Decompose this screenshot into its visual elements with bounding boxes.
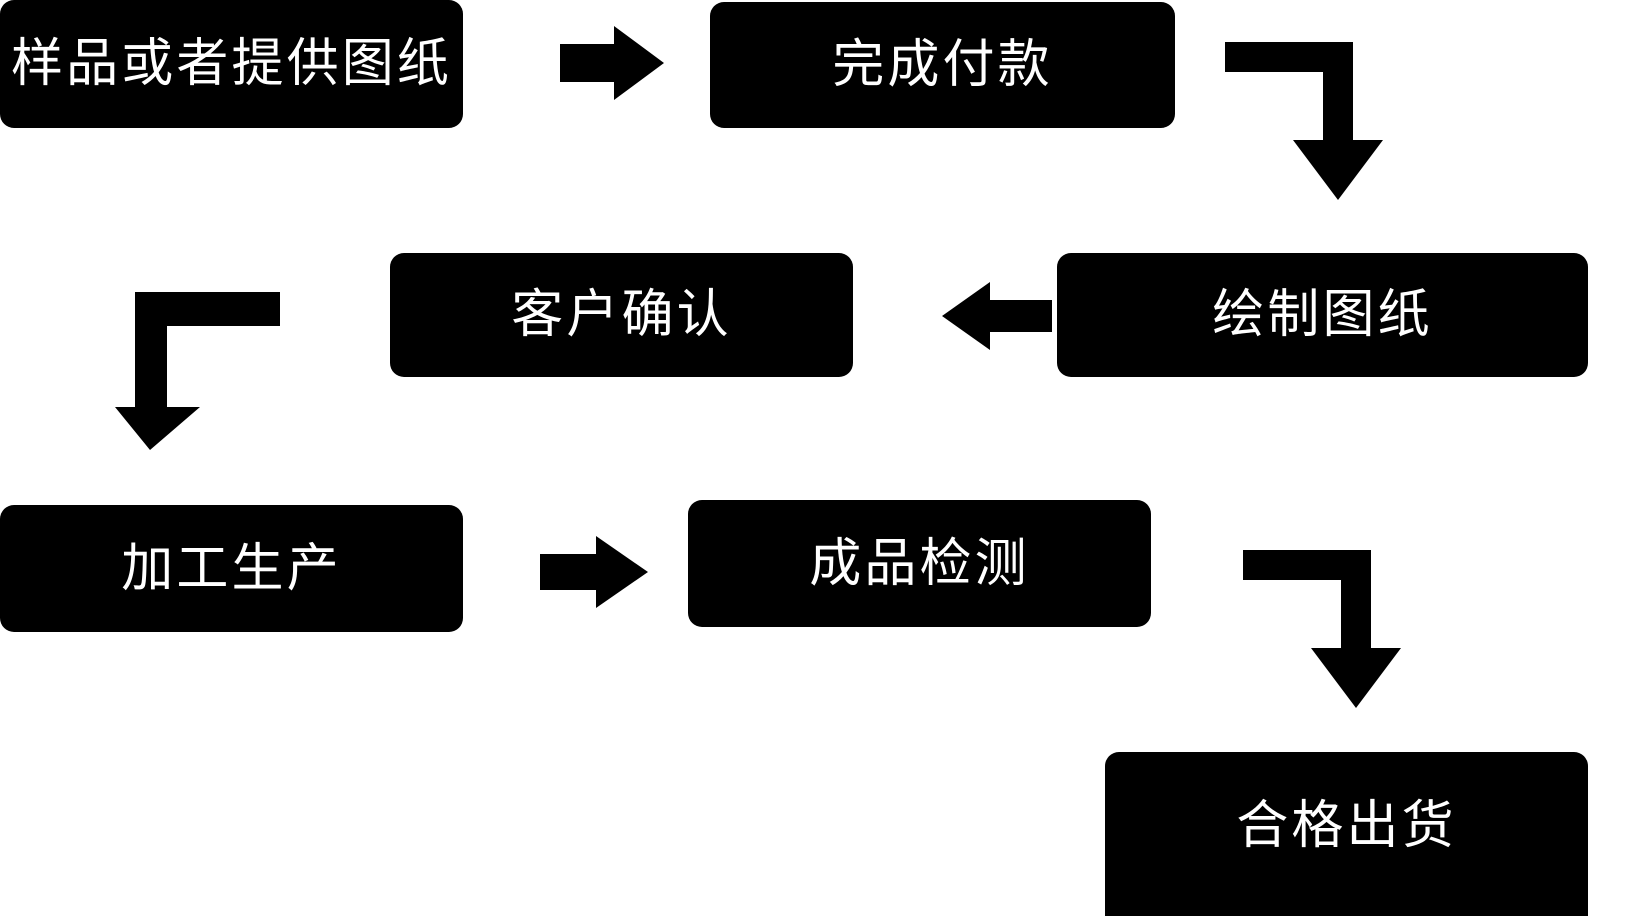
connector-elbow-right-down-1 [1225, 32, 1405, 207]
flow-node-complete-payment[interactable]: 完成付款 [710, 2, 1175, 128]
connector-elbow-left-down-1 [115, 292, 305, 452]
flow-node-label: 客户确认 [511, 286, 732, 344]
flow-node-processing-production[interactable]: 加工生产 [0, 505, 463, 632]
flow-node-sample-or-drawing[interactable]: 样品或者提供图纸 [0, 0, 463, 128]
flow-node-draw-drawing[interactable]: 绘制图纸 [1057, 253, 1588, 377]
flow-node-qualified-shipment[interactable]: 合格出货 [1105, 752, 1588, 916]
connector-elbow-right-down-2 [1243, 540, 1423, 715]
flow-node-label: 合格出货 [1236, 797, 1457, 855]
flow-node-label: 完成付款 [832, 36, 1053, 94]
flow-node-label: 成品检测 [809, 534, 1030, 593]
connector-arrow-left-1 [938, 282, 1060, 352]
flow-node-label: 加工生产 [121, 539, 342, 598]
flow-node-customer-confirm[interactable]: 客户确认 [390, 253, 853, 377]
flow-node-product-inspection[interactable]: 成品检测 [688, 500, 1151, 627]
connector-arrow-right-1 [552, 22, 672, 104]
connector-arrow-right-2 [532, 532, 658, 612]
flow-node-label: 样品或者提供图纸 [11, 35, 452, 93]
flow-node-label: 绘制图纸 [1212, 286, 1433, 344]
